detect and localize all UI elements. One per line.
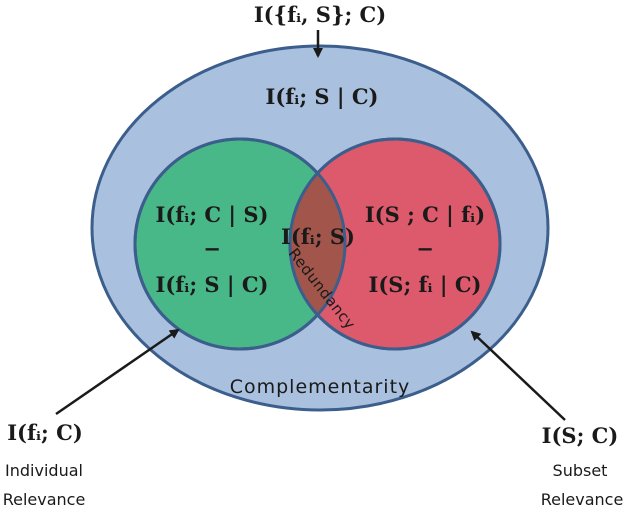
intersection-label: I(fᵢ; S)	[281, 224, 355, 249]
right-set-line1: I(S ; C | fᵢ)	[365, 202, 485, 227]
left-set-line1: I(fᵢ; C | S)	[156, 202, 269, 227]
subset-caption-line1: Subset	[553, 461, 608, 480]
right-arrow	[470, 330, 566, 421]
top-label: I({fᵢ, S}; C)	[254, 2, 386, 27]
subset-caption-line2: Relevance	[541, 490, 624, 509]
complementarity-label: Complementarity	[230, 376, 411, 398]
left-set-line2: I(fᵢ; S | C)	[156, 272, 269, 297]
right-set-minus: −	[416, 236, 434, 261]
left-arrow	[55, 328, 180, 416]
right-set-line2: I(S; fᵢ | C)	[369, 272, 482, 297]
individual-formula: I(fᵢ; C)	[7, 420, 83, 445]
outer-label: I(fᵢ; S | C)	[266, 84, 379, 109]
subset-formula: I(S; C)	[542, 423, 619, 448]
left-set-minus: −	[203, 236, 221, 261]
individual-caption-line2: Relevance	[3, 490, 86, 509]
individual-caption-line1: Individual	[5, 461, 83, 480]
